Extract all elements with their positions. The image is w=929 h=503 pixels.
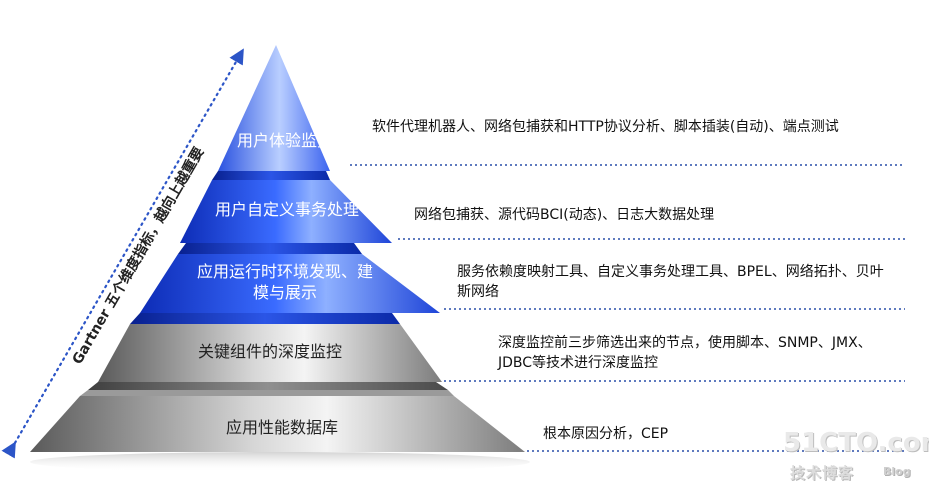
tier-4-label: 关键组件的深度监控 <box>198 342 342 361</box>
tier-5-description: 根本原因分析，CEP <box>543 426 669 442</box>
pyramid-shadow <box>30 452 530 472</box>
tier-3-description: 服务依赖度映射工具、自定义事务处理工具、BPEL、网络拓扑、贝叶斯网络 <box>457 264 884 300</box>
tier-3-shape <box>140 254 440 313</box>
tier-4-description: 深度监控前三步筛选出来的节点，使用脚本、SNMP、JMX、JDBC等技术进行深度… <box>498 335 872 371</box>
tier-2-label: 用户自定义事务处理 <box>215 200 359 219</box>
importance-axis-arrow <box>1 48 244 459</box>
tier-3-label-line-2: 模与展示 <box>253 283 317 302</box>
watermark-tagline: 技术博客 <box>790 464 855 482</box>
tier-2-shape <box>180 180 392 243</box>
tier-5-shape <box>30 396 525 452</box>
tier-5-label: 应用性能数据库 <box>226 418 338 437</box>
watermark-logo: 51CTO.com <box>783 428 929 458</box>
tier-1-description: 软件代理机器人、网络包捕获和HTTP协议分析、脚本插装(自动)、端点测试 <box>372 119 839 135</box>
tier-1-label: 用户体验监控 <box>237 131 333 150</box>
tier-4-shape <box>98 324 442 382</box>
tier-1-shape <box>218 45 330 171</box>
tier-2-description: 网络包捕获、源代码BCI(动态)、日志大数据处理 <box>414 207 715 223</box>
tier-3-label-line-1: 应用运行时环境发现、建 <box>197 262 373 281</box>
watermark-blog: Blog <box>883 465 911 478</box>
